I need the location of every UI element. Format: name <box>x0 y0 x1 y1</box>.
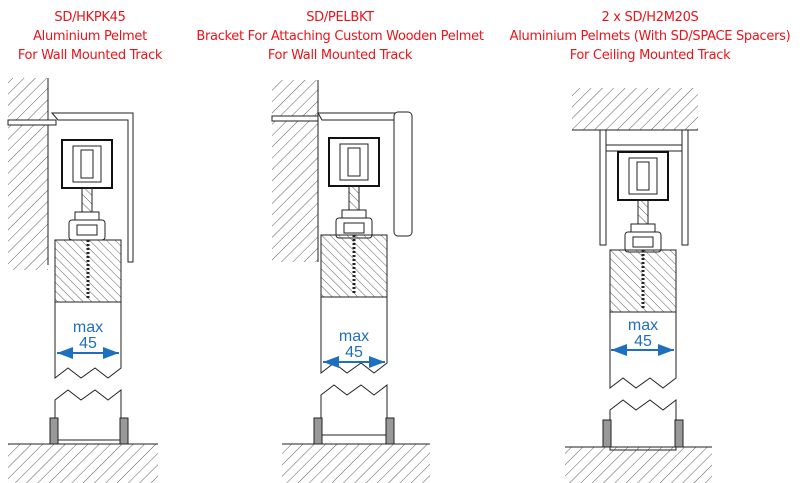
panel-1-drawing: max 45 <box>7 78 158 483</box>
panel-3-caption: 2 x SD/H2M20S Aluminium Pelmets (With SD… <box>500 8 800 65</box>
panel-2-mounting: For Wall Mounted Track <box>267 48 413 63</box>
dimension-value: 45 <box>79 335 97 352</box>
panel-1-code: SD/HKPK45 <box>54 10 126 25</box>
dimension-label: max <box>73 319 103 336</box>
dimension-label: max <box>628 317 658 334</box>
panel-3-drawing: max 45 <box>565 88 712 483</box>
panel-2-description: Bracket For Attaching Custom Wooden Pelm… <box>196 29 484 44</box>
panel-1-description: Aluminium Pelmet <box>33 29 147 44</box>
floor <box>8 444 158 483</box>
panel-3-description: Aluminium Pelmets (With SD/SPACE Spacers… <box>509 29 791 44</box>
floor <box>282 444 430 483</box>
panel-2-code: SD/PELBKT <box>306 10 374 25</box>
wall <box>272 80 318 262</box>
dimension-value: 45 <box>634 333 652 350</box>
panel-1-caption: SD/HKPK45 Aluminium Pelmet For Wall Moun… <box>0 8 180 65</box>
aluminium-pelmet <box>50 112 134 263</box>
aluminium-pelmet-left <box>599 129 607 246</box>
floor <box>565 447 712 483</box>
wooden-pelmet <box>393 111 413 237</box>
wall-fixing <box>7 119 57 126</box>
dimension-value: 45 <box>345 344 363 361</box>
aluminium-pelmet-right <box>681 129 689 246</box>
ceiling <box>572 88 698 130</box>
floor-guide <box>49 417 59 445</box>
panel-2-caption: SD/PELBKT Bracket For Attaching Custom W… <box>185 8 495 65</box>
pelmet-bracket <box>317 112 399 121</box>
panel-2-drawing: max 45 <box>271 80 430 483</box>
wall <box>8 78 48 270</box>
panel-1-mounting: For Wall Mounted Track <box>17 48 163 63</box>
panel-3-mounting: For Ceiling Mounted Track <box>569 48 731 63</box>
dimension-label: max <box>339 328 369 345</box>
panel-3-code: 2 x SD/H2M20S <box>601 10 699 25</box>
